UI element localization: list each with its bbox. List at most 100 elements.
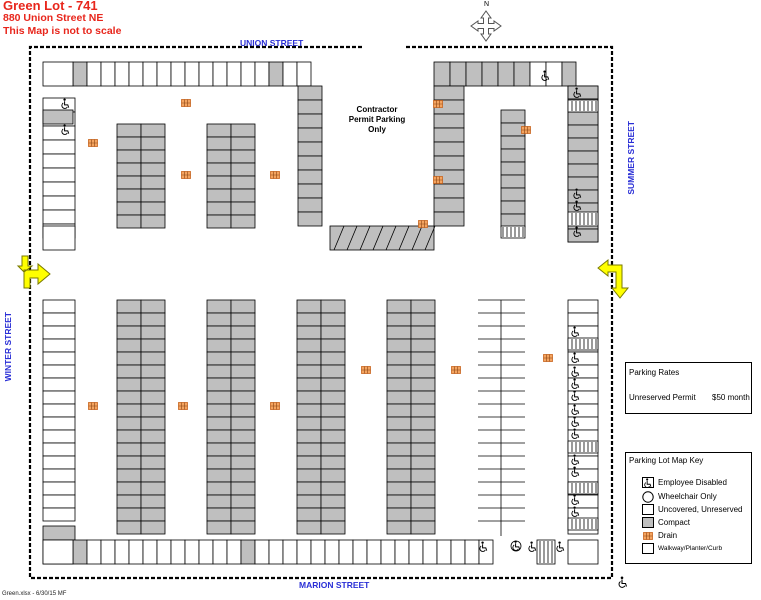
stall [386, 442, 412, 457]
stall [386, 312, 412, 327]
drain-icon [181, 99, 191, 107]
stall [206, 429, 232, 444]
stall [296, 455, 322, 470]
stall [433, 197, 465, 213]
stall [42, 481, 76, 496]
stall [140, 494, 166, 509]
stall [42, 364, 76, 379]
stall [86, 539, 102, 565]
stall [206, 338, 232, 353]
stall [230, 201, 256, 216]
stall [230, 416, 256, 431]
stall [296, 390, 322, 405]
stall [410, 442, 436, 457]
stall [116, 520, 142, 535]
stall [320, 403, 346, 418]
stall [320, 299, 346, 314]
stall [433, 183, 465, 199]
stall [42, 507, 76, 522]
walkway [42, 225, 76, 251]
stall [230, 325, 256, 340]
stall [42, 403, 76, 418]
map-key: Parking Lot Map Key Employee Disabled Wh… [625, 452, 752, 564]
stall [116, 403, 142, 418]
stall [320, 338, 346, 353]
stall [140, 429, 166, 444]
stall [100, 539, 116, 565]
stall [320, 390, 346, 405]
stall [206, 416, 232, 431]
stall [296, 351, 322, 366]
stall [116, 149, 142, 164]
drain-icon [361, 366, 371, 374]
rates-title: Parking Rates [629, 368, 680, 377]
compact-stall [42, 109, 74, 125]
stall [212, 61, 228, 87]
stall [408, 539, 424, 565]
stall [42, 325, 76, 340]
stall [500, 187, 526, 202]
walkway [42, 539, 74, 565]
stall [410, 325, 436, 340]
scale-note: This Map is not to scale [3, 25, 122, 37]
stall [296, 520, 322, 535]
stall [116, 351, 142, 366]
stall [116, 188, 142, 203]
stall [206, 312, 232, 327]
drain-icon [88, 402, 98, 410]
stall [140, 416, 166, 431]
stall [140, 390, 166, 405]
walkway [567, 517, 599, 531]
stall [433, 155, 465, 171]
stall [386, 416, 412, 431]
stall [206, 455, 232, 470]
stall [42, 312, 76, 327]
stall [114, 539, 130, 565]
stall [296, 299, 322, 314]
stall [500, 200, 526, 215]
stall [230, 136, 256, 151]
stall [567, 150, 599, 165]
stall [410, 338, 436, 353]
stall [433, 85, 465, 101]
walkway [567, 481, 599, 495]
stall [42, 351, 76, 366]
stall [297, 99, 323, 115]
stall [206, 351, 232, 366]
stall [296, 468, 322, 483]
stall [140, 338, 166, 353]
stall [513, 61, 531, 87]
stall [140, 162, 166, 177]
lot-boundary [28, 45, 614, 580]
rate-price: $50 month [712, 393, 750, 402]
key-wheelchair-only: Wheelchair Only [642, 491, 750, 503]
stall [206, 149, 232, 164]
stall [386, 364, 412, 379]
wheelchair-icon [642, 477, 654, 488]
stall [42, 167, 76, 183]
walkway [567, 211, 599, 227]
walkway [536, 539, 556, 565]
drain-icon [418, 220, 428, 228]
stall [140, 442, 166, 457]
stall [320, 429, 346, 444]
stall [156, 61, 172, 87]
stall [386, 468, 412, 483]
stall [198, 61, 214, 87]
drain-icon [433, 100, 443, 108]
stall [230, 429, 256, 444]
walkway-icon [642, 543, 654, 554]
stall [206, 162, 232, 177]
stall [230, 403, 256, 418]
stall [140, 468, 166, 483]
hatch-line [333, 225, 345, 251]
hatch-line [346, 225, 358, 251]
stall [140, 325, 166, 340]
stall [386, 351, 412, 366]
stall [465, 61, 483, 87]
stall [268, 539, 284, 565]
stall [320, 468, 346, 483]
stall [42, 494, 76, 509]
stall [140, 299, 166, 314]
stall [297, 85, 323, 101]
